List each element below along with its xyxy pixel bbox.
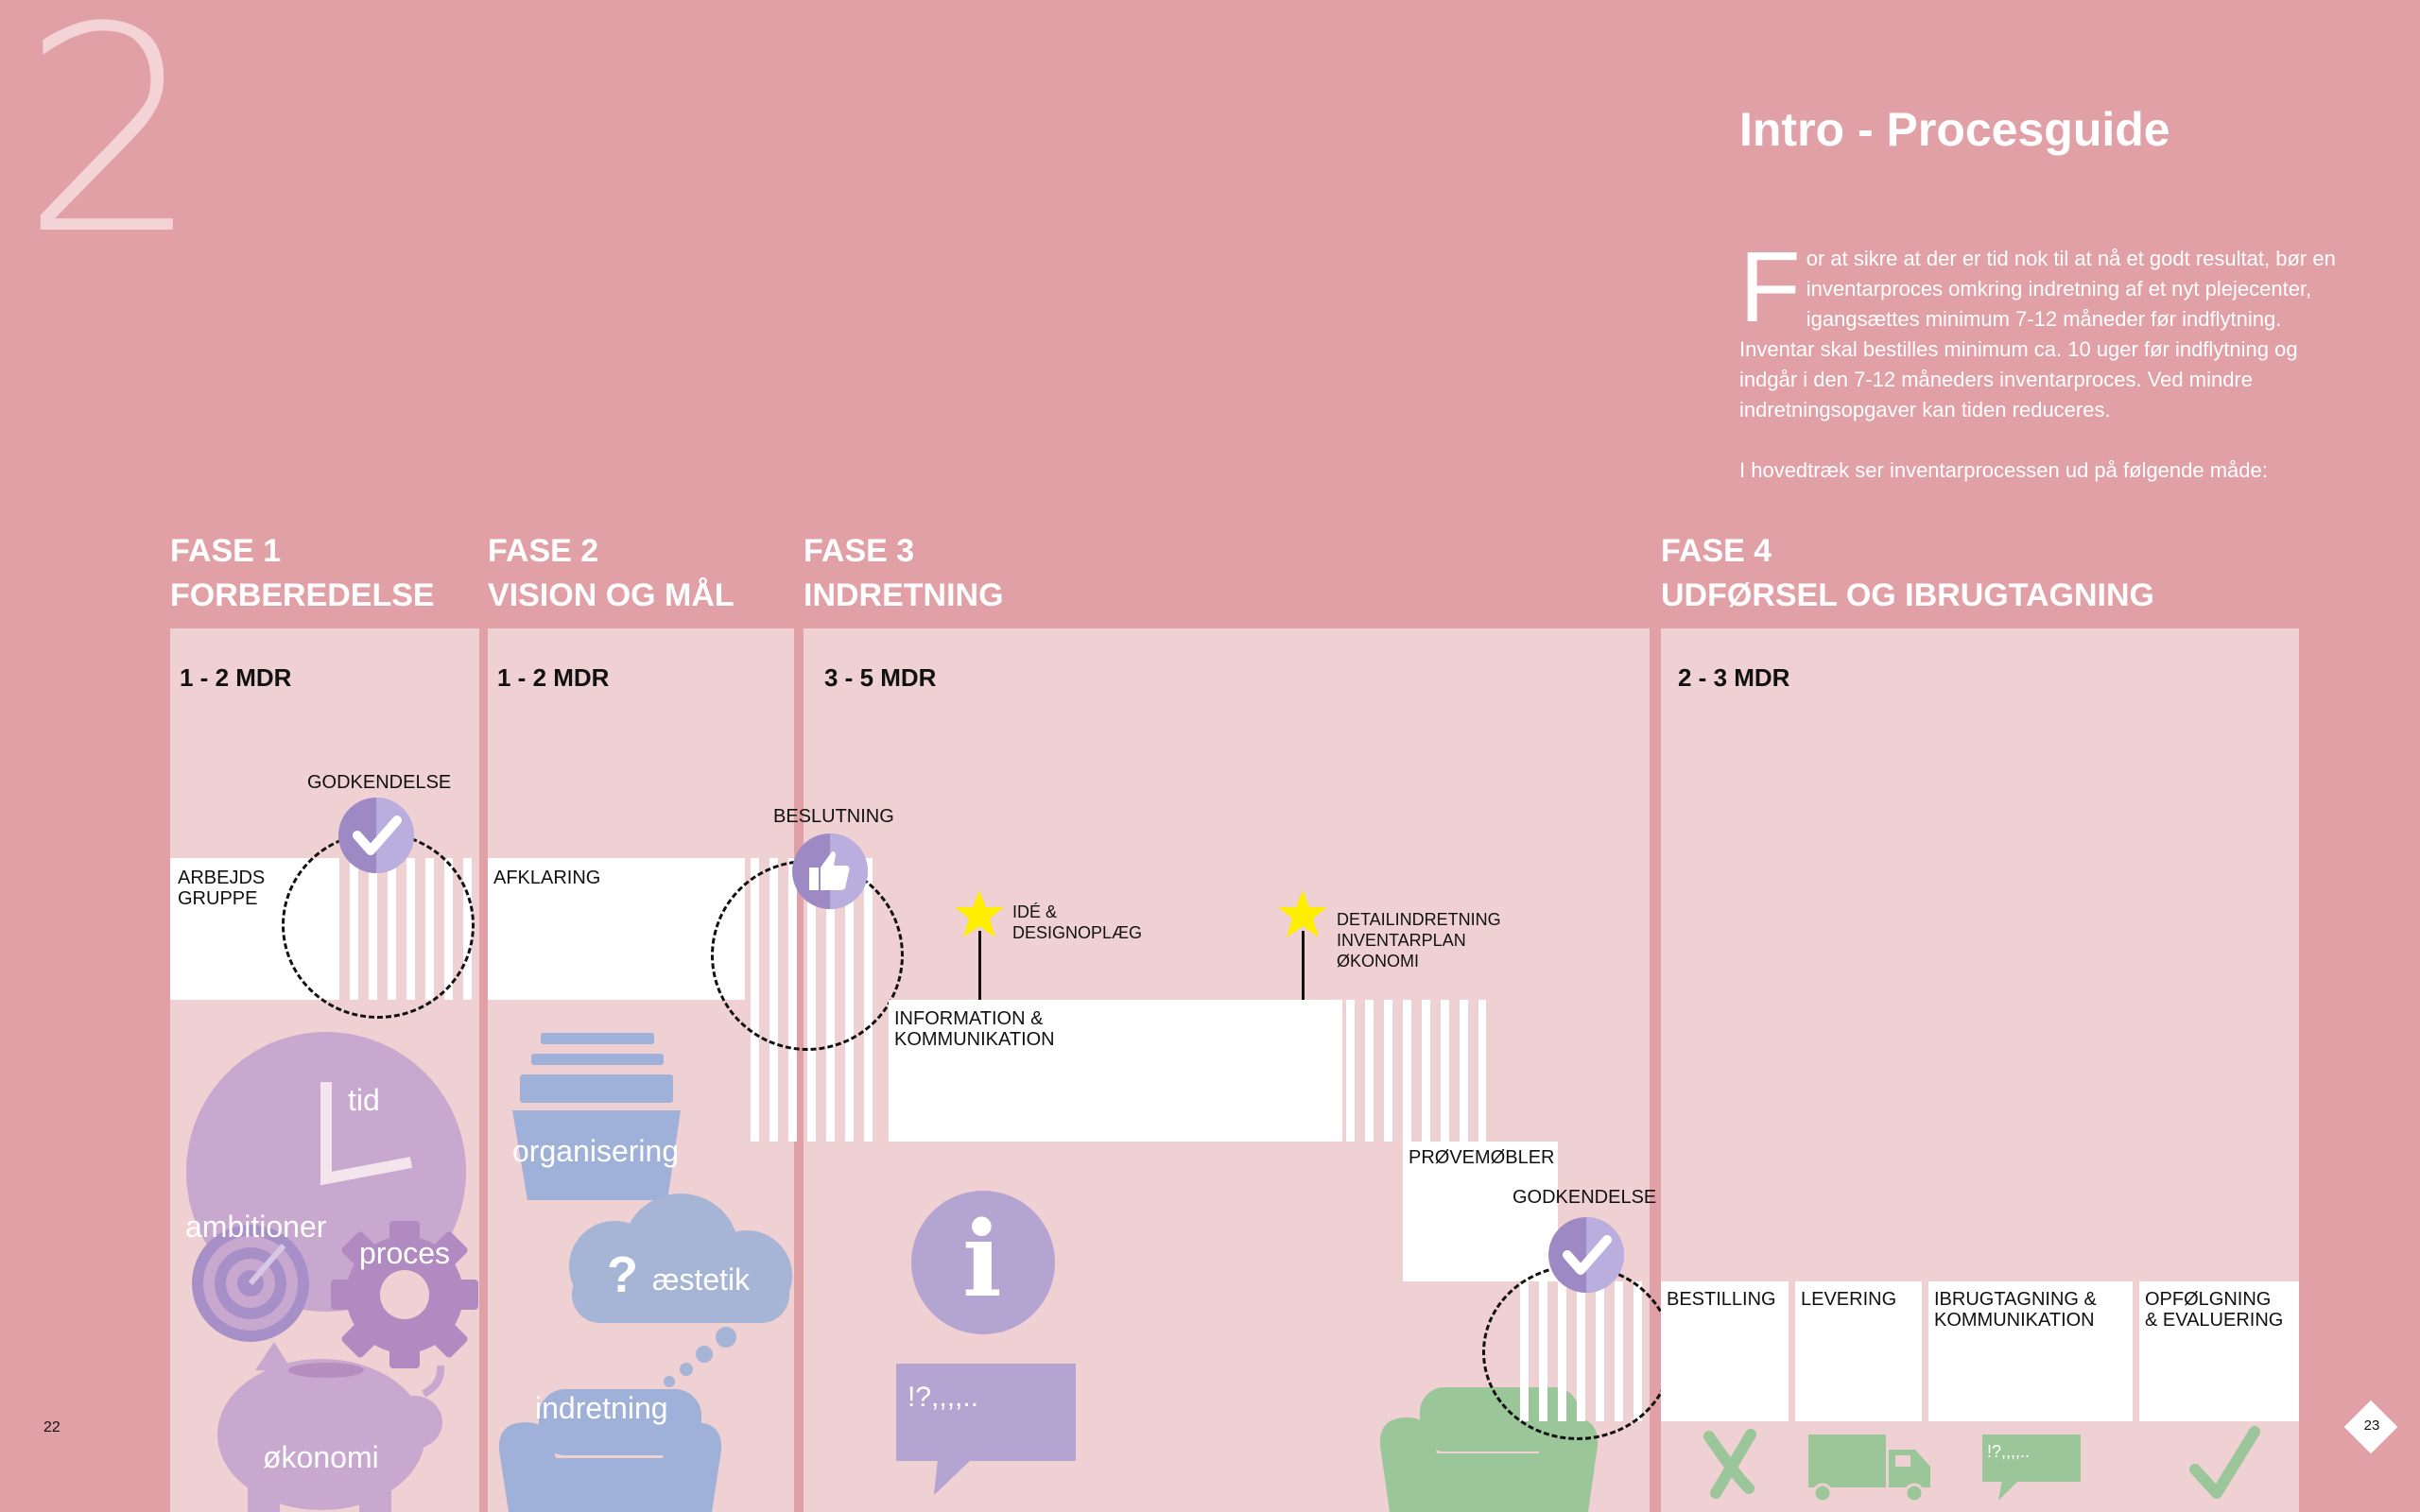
small-speech-text: !?,,,,.. xyxy=(1987,1442,2031,1461)
provemobler-label: PRØVEMØBLER xyxy=(1409,1147,1555,1168)
arbejdsgruppe-label-line-1: ARBEJDS xyxy=(178,868,266,888)
godkendelse-label-2: GODKENDELSE xyxy=(1512,1187,1657,1208)
levering-label: LEVERING xyxy=(1801,1289,1897,1310)
aestetik-question-mark: ? xyxy=(607,1246,638,1303)
detail-label-line-1: DETAILINDRETNING xyxy=(1337,910,1501,929)
gear-icon xyxy=(331,1221,478,1368)
levering-box xyxy=(1795,1281,1922,1421)
speech-bubble-icon xyxy=(896,1364,1076,1495)
star-icon xyxy=(955,890,1004,937)
ambitioner-label: ambitioner xyxy=(185,1210,327,1244)
afklaring-bar xyxy=(488,858,745,1000)
afklaring-label: AFKLARING xyxy=(493,868,601,888)
intro-paragraph-2: I hovedtræk ser inventarprocessen ud på … xyxy=(1739,458,2268,482)
drop-cap: F xyxy=(1739,232,1801,343)
phase-3-name: INDRETNING xyxy=(804,577,1004,613)
info-icon xyxy=(911,1191,1055,1334)
indretning-label: indretning xyxy=(535,1391,668,1425)
information-bar xyxy=(889,1000,1342,1142)
checkmark-badge-icon xyxy=(338,798,414,873)
phase-2-duration: 1 - 2 MDR xyxy=(497,663,610,692)
phase-3-heading: FASE 3 INDRETNING xyxy=(804,529,1004,618)
star-icon-2 xyxy=(1278,890,1327,937)
information-label-line-1: INFORMATION & xyxy=(894,1008,1044,1029)
intro-paragraph-1-text: or at sikre at der er tid nok til at nå … xyxy=(1739,247,2336,421)
ibrugtagning-box xyxy=(1928,1281,2133,1421)
phase-2-heading: FASE 2 VISION OG MÅL xyxy=(488,529,735,618)
piggy-bank-icon xyxy=(217,1342,445,1512)
tid-label: tid xyxy=(348,1083,380,1117)
ide-pin xyxy=(978,931,981,1000)
sofa-icon xyxy=(498,1389,722,1512)
small-speech-bubble-icon xyxy=(1982,1435,2081,1501)
ibrugtagning-label-line-1: IBRUGTAGNING & xyxy=(1934,1289,2097,1310)
thought-cloud-icon xyxy=(569,1194,792,1387)
phase-1-duration: 1 - 2 MDR xyxy=(180,663,292,692)
cross-icon xyxy=(1703,1429,1756,1499)
page-title: Intro - Procesguide xyxy=(1739,103,2170,156)
stacked-trays-icon xyxy=(512,1033,681,1200)
phase-1-number: FASE 1 xyxy=(170,533,282,569)
phase-2-number: FASE 2 xyxy=(488,533,599,569)
ide-label-line-2: DESIGNOPLÆG xyxy=(1012,923,1143,942)
arbejdsgruppe-label: ARBEJDS GRUPPE xyxy=(178,868,265,909)
information-label-line-2: KOMMUNIKATION xyxy=(894,1029,1055,1050)
phase-2-name: VISION OG MÅL xyxy=(488,577,735,613)
page-number-left: 22 xyxy=(43,1419,60,1435)
ibrugtagning-label: IBRUGTAGNING & KOMMUNIKATION xyxy=(1934,1289,2097,1331)
information-label: INFORMATION & KOMMUNIKATION xyxy=(894,1008,1055,1050)
info-i: i xyxy=(962,1198,1002,1320)
thumbs-up-icon xyxy=(792,833,868,909)
ibrugtagning-label-line-2: KOMMUNIKATION xyxy=(1934,1310,2095,1331)
aestetik-label: æstetik xyxy=(652,1263,751,1297)
phase-4-name: UDFØRSEL OG IBRUGTAGNING xyxy=(1661,577,2154,613)
phase-4-duration: 2 - 3 MDR xyxy=(1678,663,1790,692)
phase-3-duration: 3 - 5 MDR xyxy=(824,663,937,692)
godkendelse-label-1: GODKENDELSE xyxy=(307,772,452,793)
opfolgning-label-line-2: & EVALUERING xyxy=(2145,1310,2284,1331)
target-icon xyxy=(192,1225,309,1342)
phase-3-number: FASE 3 xyxy=(804,533,915,569)
ide-label: IDÉ & DESIGNOPLÆG xyxy=(1012,902,1142,943)
detail-label-line-3: ØKONOMI xyxy=(1337,952,1420,971)
opfolgning-box xyxy=(2139,1281,2299,1421)
chapter-number: 2 xyxy=(21,0,201,297)
proces-label: proces xyxy=(359,1236,451,1270)
page-number-right: 23 xyxy=(2363,1418,2380,1434)
opfolgning-label: OPFØLGNING & EVALUERING xyxy=(2145,1289,2283,1331)
truck-icon xyxy=(1808,1435,1930,1503)
information-stripes xyxy=(1346,1000,1486,1142)
beslutning-label: BESLUTNING xyxy=(773,806,894,827)
arbejdsgruppe-label-line-2: GRUPPE xyxy=(178,888,258,909)
checkmark-badge-icon-2 xyxy=(1548,1217,1624,1293)
okonomi-label: økonomi xyxy=(263,1440,379,1474)
provemobler-bar xyxy=(1403,1142,1558,1281)
ide-label-line-1: IDÉ & xyxy=(1012,902,1058,921)
phase-4-number: FASE 4 xyxy=(1661,533,1772,569)
bestilling-box xyxy=(1661,1281,1789,1421)
opfolgning-label-line-1: OPFØLGNING xyxy=(2145,1289,2272,1310)
detail-pin xyxy=(1302,931,1305,1000)
phase-4-heading: FASE 4 UDFØRSEL OG IBRUGTAGNING xyxy=(1661,529,2154,618)
speech-text: !?,,,,.. xyxy=(908,1382,979,1413)
bestilling-label: BESTILLING xyxy=(1667,1289,1776,1310)
organisering-label: organisering xyxy=(512,1134,680,1168)
checkmark-icon xyxy=(2189,1426,2260,1499)
phase-1-name: FORBEREDELSE xyxy=(170,577,435,613)
phase-1-heading: FASE 1 FORBEREDELSE xyxy=(170,529,435,618)
detail-label-line-2: INVENTARPLAN xyxy=(1337,931,1466,950)
phase-2-panel xyxy=(488,628,794,1512)
detail-label: DETAILINDRETNING INVENTARPLAN ØKONOMI xyxy=(1337,909,1501,971)
